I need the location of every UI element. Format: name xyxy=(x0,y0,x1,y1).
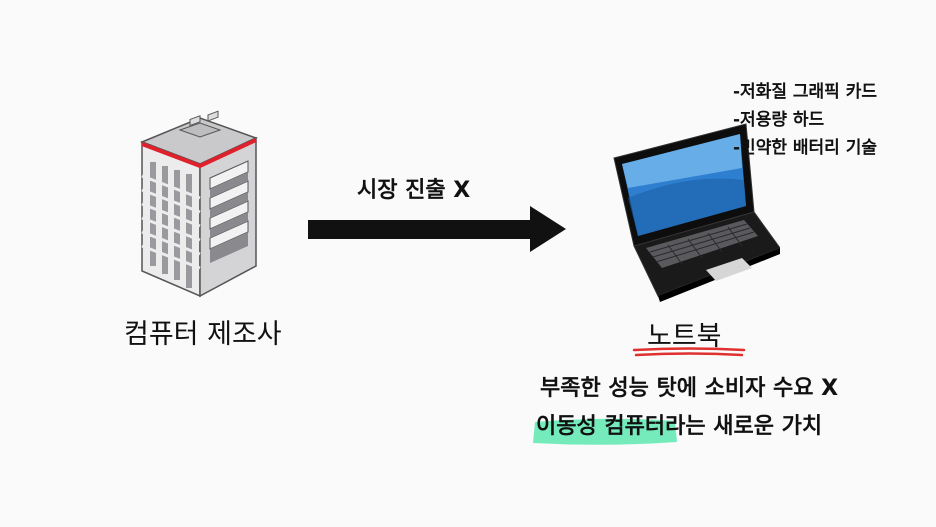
spec-item: -저화질 그래픽 카드 xyxy=(733,82,878,102)
spec-list: -저화질 그래픽 카드 -저용량 하드 -빈약한 배터리 기술 xyxy=(733,78,877,162)
red-underline xyxy=(632,347,746,357)
conclusion-value: 이동성 컴퓨터라는 새로운 가치 xyxy=(536,408,822,440)
conclusion-demand: 부족한 성능 탓에 소비자 수요 X xyxy=(540,376,839,401)
highlight-mark xyxy=(533,418,677,445)
building-icon xyxy=(139,110,258,298)
laptop-icon xyxy=(613,123,780,302)
conclusion-value-text: 이동성 컴퓨터라는 새로운 가치 xyxy=(536,414,823,439)
spec-item: -빈약한 배터리 기술 xyxy=(733,138,878,158)
spec-item: -저용량 하드 xyxy=(733,110,825,130)
notebook-label: 노트북 xyxy=(647,321,722,352)
arrow-right-icon xyxy=(308,206,566,252)
manufacturer-label: 컴퓨터 제조사 xyxy=(124,319,282,350)
arrow-label: 시장 진출 X xyxy=(357,178,471,203)
